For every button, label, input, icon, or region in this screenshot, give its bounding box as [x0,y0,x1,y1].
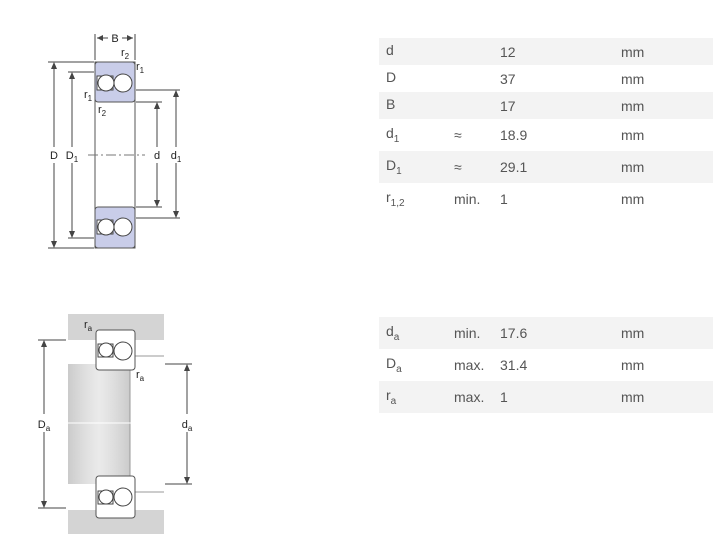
bearing-drawings: B r2 r1 r1 r2 D D1 d [38,33,193,534]
lower-ball-left [97,218,115,236]
dim-unit: mm [621,70,645,87]
dim-symbol: D1 [379,151,454,183]
shaft-shade [68,364,130,484]
upper-ball-right [113,73,133,93]
dim-symbol: d1 [386,125,400,145]
dim-symbol: D [386,68,397,85]
dim-value: 29.1 [500,151,621,183]
dim-qualifier: min. [454,191,481,207]
table-row: Da max. 31.4 mm [379,349,713,381]
table-row: D 37 mm [379,65,713,92]
label-r2-top: r2 [121,47,130,61]
table-row: r1,2 min. 1 mm [379,183,713,215]
dim-value: 17 [500,92,621,119]
dim-unit: mm [621,317,713,349]
dim-qualifier: max. [454,357,485,373]
dim-value: 1 [500,191,508,207]
dim-symbol: B [379,92,454,119]
label-ra-top: ra [84,319,93,333]
dim-unit: mm [621,151,713,183]
label-da: da [182,419,193,433]
dim-value: 37 [500,70,516,87]
dim-value: 31.4 [500,357,528,373]
dim-value: 17.6 [500,317,621,349]
label-ra-side: ra [136,369,145,383]
dim-unit: mm [621,92,713,119]
dimensions-table: d 12 mm D 37 mm B 17 mm d1 ≈ 18.9 mm D1 … [379,38,713,215]
dim-symbol: da [379,317,454,349]
dim-qualifier: ≈ [454,151,500,183]
dim-qualifier: max. [454,381,500,413]
table-row: B 17 mm [379,92,713,119]
label-r2-left: r2 [98,104,107,118]
dim-value: 18.9 [500,127,528,143]
dim-value: 1 [500,381,621,413]
dim-symbol: Da [386,355,402,375]
label-Da: Da [38,419,51,433]
label-B: B [111,33,118,45]
table-row: d 12 mm [379,38,713,65]
dim-unit: mm [621,191,645,207]
dim-symbol: r1,2 [386,189,405,209]
dim-unit: mm [621,357,645,373]
mounting-diagram: ra ra Da da [38,314,193,534]
label-r1-top: r1 [136,61,145,75]
dim-value: 12 [500,38,621,65]
label-D1: D1 [66,150,79,164]
dim-qualifier [454,92,500,119]
abutment-table: da min. 17.6 mm Da max. 31.4 mm ra max. … [379,317,713,413]
dim-qualifier [454,65,500,92]
table-row: d1 ≈ 18.9 mm [379,119,713,151]
label-d: d [154,150,160,162]
label-r1-left: r1 [84,89,93,103]
table-row: da min. 17.6 mm [379,317,713,349]
dim-qualifier: min. [454,317,500,349]
dim-unit: mm [621,127,645,143]
table-row: ra max. 1 mm [379,381,713,413]
dim-symbol: d [379,38,454,65]
dim-qualifier: ≈ [454,127,462,143]
bearing-section-diagram: B r2 r1 r1 r2 D D1 d [48,33,182,249]
dim-unit: mm [621,381,713,413]
label-D: D [50,150,58,162]
dim-unit: mm [621,38,713,65]
dim-qualifier [454,38,500,65]
label-d1: d1 [171,150,182,164]
upper-ball-left [97,74,115,92]
dim-symbol: ra [379,381,454,413]
lower-ball-right [113,217,133,237]
table-row: D1 ≈ 29.1 mm [379,151,713,183]
